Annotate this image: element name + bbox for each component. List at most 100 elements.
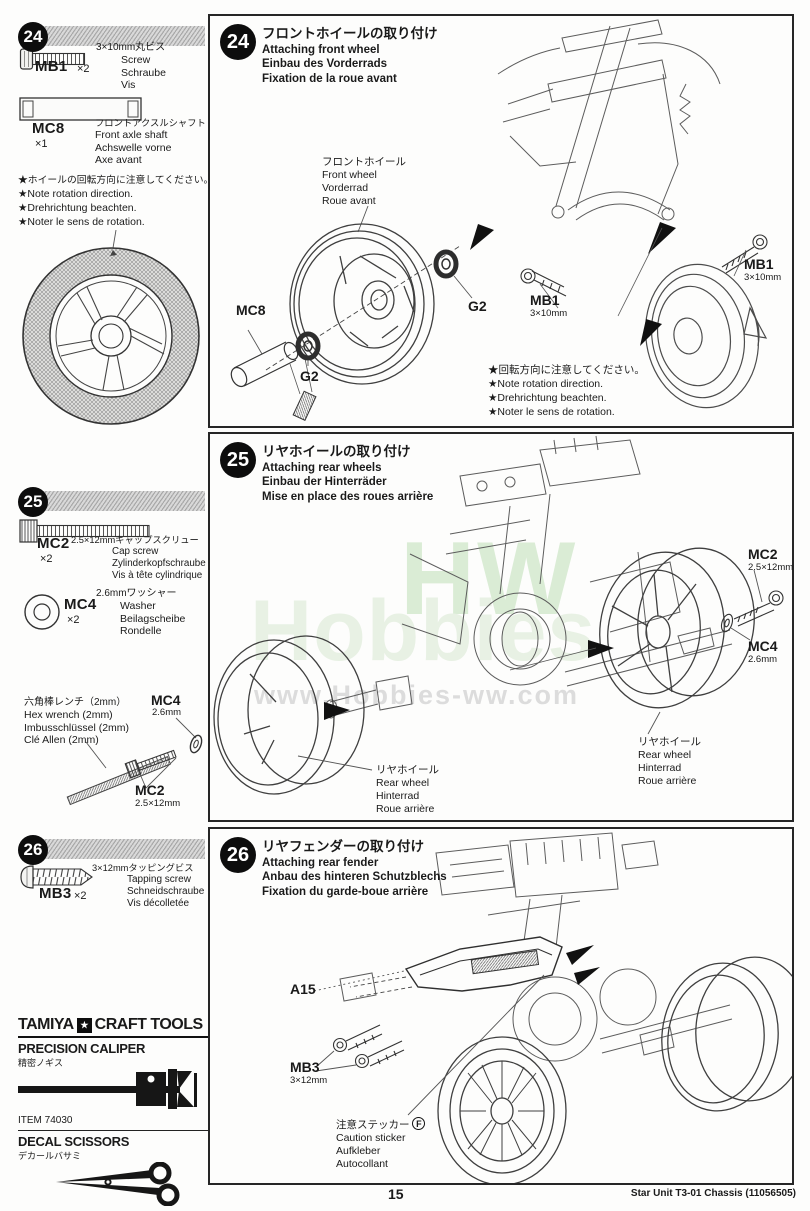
desc-ja: 2.6mmワッシャー [96, 588, 177, 599]
mc8-desc: フロントアクスルシャフト Front axle shaft Achswelle … [95, 118, 206, 167]
page-number: 15 [388, 1186, 404, 1202]
desc-fr: Vis [121, 79, 136, 92]
hex-en: Hex wrench (2mm) [24, 709, 113, 721]
tamiya-star-logo-icon: ★ [76, 1017, 92, 1033]
title-de: Anbau des hinteren Schutzblechs [262, 871, 447, 884]
title-ja: リヤフェンダーの取り付け [262, 839, 424, 854]
mc2-callout-size: 2.5×12mm [135, 798, 181, 809]
tool2-name: DECAL SCISSORS [18, 1134, 130, 1149]
mb1-code: MB1 [530, 292, 560, 308]
lbl-en: Caution sticker [336, 1132, 406, 1145]
part-qty: ×2 [77, 63, 90, 75]
title-en: Attaching rear wheels [262, 462, 382, 474]
step-25-illustration [213, 435, 784, 795]
desc-ja: フロントアクスルシャフト [95, 118, 206, 128]
mb1-callout-left: MB1 3×10mm [530, 292, 567, 319]
step-25-panel: HW Hobbies www.Hobbies-ww.com [208, 432, 794, 822]
tool1-name: PRECISION CALIPER [18, 1041, 146, 1056]
desc-en: Tapping screw [127, 874, 191, 886]
panel-24-title: フロントホイールの取り付け Attaching front wheel Einb… [262, 25, 438, 86]
tools-header: TAMIYA ★ CRAFT TOOLS [18, 1016, 208, 1034]
watermark-big: HW [400, 521, 578, 637]
desc-fr: Axe avant [95, 154, 142, 167]
part-qty: ×2 [40, 553, 53, 565]
tool1-name-ja: 精密ノギス [18, 1058, 64, 1068]
title-de: Einbau der Hinterräder [262, 476, 387, 489]
lbl-de: Hinterrad [638, 762, 682, 775]
circled-f-mark: F [412, 1117, 426, 1130]
mc2-desc: 2.5×12mmキャップスクリュー Cap screw Zylinderkopf… [71, 535, 206, 581]
panel-24-rotation-note: ★回転方向に注意してください。 ★Note rotation direction… [488, 364, 645, 419]
step-26-badge: 26 [18, 835, 48, 865]
lbl-en: Rear wheel [638, 749, 692, 762]
mb3-desc: 3×12mmタッピングビス Tapping screw Schneidschra… [92, 863, 204, 910]
rotation-note: ★ホイールの回転方向に注意してください。 ★Note rotation dire… [18, 175, 213, 230]
lbl-fr: Roue avant [322, 195, 376, 208]
panel-25-title: リヤホイールの取り付け Attaching rear wheels Einbau… [262, 443, 433, 504]
scissors-illustration [56, 1161, 180, 1207]
hex-de: Imbusschlüssel (2mm) [24, 721, 130, 734]
mb3-callout: MB3 3×12mm [290, 1059, 327, 1086]
step-26-parts-bar: 26 [18, 835, 205, 865]
mc8-shaft-icon [19, 97, 142, 121]
brand-tamiya: TAMIYA [18, 1016, 74, 1033]
lbl-de: Hinterrad [376, 790, 420, 803]
hatch-bar [30, 26, 205, 46]
step-26-panel: 26 リヤフェンダーの取り付け Attaching rear fender An… [208, 827, 794, 1185]
part-code: MC2 [37, 535, 70, 552]
lbl-ja: フロントホイール [322, 156, 406, 168]
mb3-screw-icon [20, 865, 93, 889]
part-code: MC8 [32, 120, 65, 137]
caliper-illustration [18, 1069, 197, 1109]
lbl-fr: Roue arrière [376, 803, 435, 816]
lbl-en: Rear wheel [376, 777, 430, 790]
part-code: MB1 [35, 58, 68, 75]
brand-craft-tools: CRAFT TOOLS [94, 1016, 203, 1033]
rear-wheel-label-right: リヤホイール Rear wheel Hinterrad Roue arrière [638, 736, 701, 788]
hex-fr: Clé Allen (2mm) [24, 734, 99, 747]
lbl-de: Vorderrad [322, 182, 369, 195]
mc4-code: MC4 [748, 638, 778, 654]
title-ja: リヤホイールの取り付け [262, 444, 411, 459]
mc4-size: 2.6mm [748, 654, 778, 665]
mc4-desc: 2.6mmワッシャー Washer Beilagscheibe Rondelle [96, 588, 185, 638]
mb1-code: MB1 [744, 256, 774, 272]
mc2-screw-icon [19, 519, 150, 543]
lbl-fr: Roue arrière [638, 775, 697, 788]
desc-de: Schneidschraube [127, 886, 205, 898]
lbl-ja: リヤホイール [638, 736, 701, 748]
tool1-item-number: ITEM 74030 [18, 1115, 73, 1126]
lbl-en: Front wheel [322, 169, 377, 182]
hatch-bar [30, 491, 205, 511]
title-en: Attaching front wheel [262, 44, 380, 56]
hatch-bar [30, 839, 205, 859]
mc4-callout-size: 2.6mm [152, 707, 182, 718]
part-qty: ×1 [35, 138, 48, 150]
step-24-illustration [230, 19, 768, 421]
desc-de: Zylinderkopfschraube [112, 557, 206, 569]
desc-fr: Vis décolletée [127, 898, 190, 910]
title-fr: Fixation du garde-boue arrière [262, 885, 429, 898]
mc4-washer-icon [24, 594, 60, 630]
step-24-badge: 24 [18, 22, 48, 52]
caution-sticker-label: 注意ステッカー F Caution sticker Aufkleber Auto… [336, 1117, 426, 1171]
lbl-ja: 注意ステッカー F [336, 1117, 426, 1132]
step-25-parts-bar: 25 [18, 487, 205, 517]
hex-ja: 六角棒レンチ（2mm） [24, 697, 127, 708]
part-code: MB3 [39, 885, 72, 902]
note-fr: ★Noter le sens de rotation. [488, 405, 615, 418]
note-ja: ★ホイールの回転方向に注意してください。 [18, 175, 214, 186]
desc-de: Schraube [121, 66, 166, 79]
mb3-size: 3×12mm [290, 1075, 328, 1086]
footer-product-info: Star Unit T3-01 Chassis (11056505) [630, 1188, 796, 1199]
rear-wheel-label-left: リヤホイール Rear wheel Hinterrad Roue arrière [376, 764, 439, 816]
part-qty: ×2 [74, 890, 87, 902]
desc-ja: 3×10mm丸ビス [96, 42, 166, 53]
hex-wrench-label: 六角棒レンチ（2mm） Hex wrench (2mm) Imbusschlüs… [24, 697, 129, 747]
mb1-callout-right: MB1 3×10mm [744, 256, 781, 283]
mb3-code: MB3 [290, 1059, 320, 1075]
mb1-screw-icon [19, 48, 86, 70]
note-ja: ★回転方向に注意してください。 [488, 364, 645, 376]
caution-ja-text: 注意ステッカー [336, 1119, 410, 1131]
